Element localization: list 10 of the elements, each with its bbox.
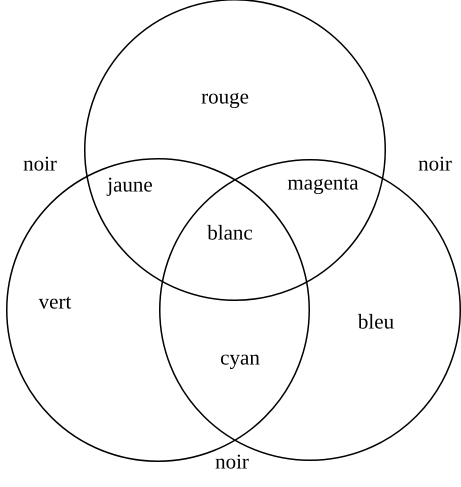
region-label: noir xyxy=(418,154,452,174)
region-label: noir xyxy=(215,452,249,472)
region-label: vert xyxy=(38,292,72,312)
region-label: bleu xyxy=(358,312,394,332)
region-label: noir xyxy=(23,154,57,174)
region-label: cyan xyxy=(220,348,260,368)
region-label: rouge xyxy=(201,86,249,108)
region-label: jaune xyxy=(107,174,153,196)
region-label: magenta xyxy=(287,172,359,194)
region-label: blanc xyxy=(207,222,253,244)
